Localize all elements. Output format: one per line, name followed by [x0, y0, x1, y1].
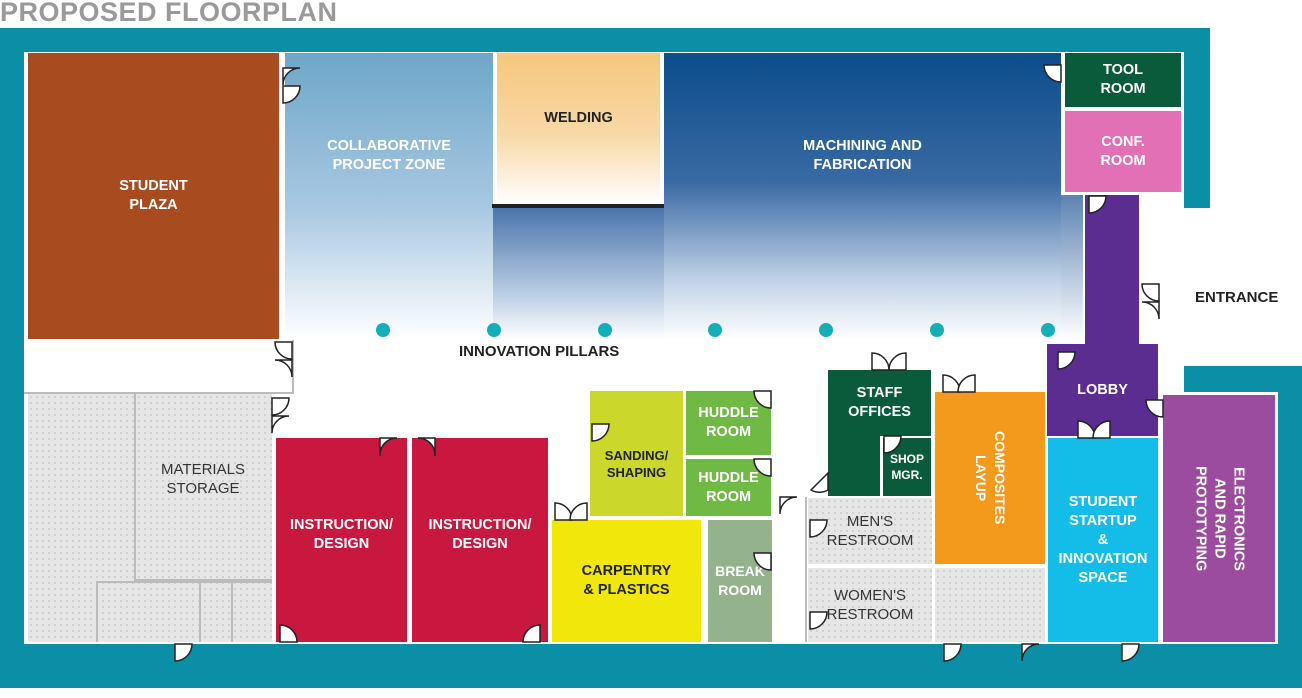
machining-label: MACHINING AND FABRICATION [803, 138, 922, 173]
room-student-startup: STUDENT STARTUP & INNOVATION SPACE [1048, 438, 1158, 642]
room-collaborative-project-zone: COLLABORATIVE PROJECT ZONE [285, 53, 493, 339]
instruction-2-label: INSTRUCTION/ DESIGN [428, 517, 532, 552]
pillar-6 [930, 323, 944, 337]
room-welding: WELDING [497, 53, 660, 204]
door-exit-3 [1021, 643, 1040, 662]
door-instruction-3 [279, 624, 298, 643]
door-carpentry-2 [569, 502, 588, 521]
room-womens-restroom: WOMEN'S RESTROOM [808, 568, 932, 642]
door-conf [1088, 195, 1107, 214]
door-startup-2 [1092, 420, 1111, 439]
huddle-1-label: HUDDLE ROOM [698, 405, 759, 440]
carpentry-label: CARPENTRY & PLASTICS [581, 563, 672, 598]
door-womens [809, 611, 828, 630]
room-break-room: BREAK ROOM [708, 520, 772, 642]
door-lobby-east-1 [1141, 283, 1160, 302]
door-plaza-2 [282, 85, 301, 104]
pillar-1 [376, 323, 390, 337]
tool-room-label: TOOL ROOM [1100, 62, 1146, 97]
pillar-2 [487, 323, 501, 337]
door-sanding [591, 423, 610, 442]
room-instruction-design-1: INSTRUCTION/ DESIGN [276, 438, 407, 642]
pillar-3 [598, 323, 612, 337]
door-electronics [1145, 399, 1164, 418]
machining-lower-extension [493, 208, 664, 340]
pillar-4 [708, 323, 722, 337]
door-lobby-east-2 [1141, 301, 1160, 320]
lobby-corridor [1085, 195, 1139, 345]
door-storage-1 [271, 397, 290, 416]
staff-offices-label: STAFF OFFICES [848, 385, 911, 420]
pillar-7 [1041, 323, 1055, 337]
shop-mgr-label: SHOP MGR. [889, 452, 924, 482]
door-corridor-2 [274, 359, 293, 378]
door-staff-1 [871, 352, 890, 371]
welding-label: WELDING [544, 110, 613, 126]
door-huddle-1 [753, 390, 772, 409]
door-shop-mgr [883, 435, 902, 454]
machining-right-extension [1061, 195, 1083, 340]
storage-small [935, 568, 1045, 642]
door-instruction-2 [417, 437, 436, 457]
room-sanding-shaping: SANDING/ SHAPING [590, 391, 683, 516]
door-staff-west [809, 471, 829, 494]
instruction-1-label: INSTRUCTION/ DESIGN [289, 517, 394, 552]
room-mens-restroom: MEN'S RESTROOM [808, 498, 932, 564]
room-staff-offices: STAFF OFFICES [828, 370, 931, 436]
door-huddle-2 [753, 458, 772, 477]
door-corridor-1 [274, 341, 293, 360]
pillar-5 [819, 323, 833, 337]
mens-restroom-label: MEN'S RESTROOM [826, 513, 914, 549]
welding-wall [492, 204, 664, 208]
staff-offices-lower [828, 436, 880, 496]
electronics-label: ELECTRONICS AND RAPID PROTOTYPING [1192, 465, 1247, 572]
entrance-passage [1184, 216, 1302, 366]
collaborative-label: COLLABORATIVE PROJECT ZONE [327, 138, 451, 173]
huddle-2-label: HUDDLE ROOM [698, 469, 759, 505]
conf-room-label: CONF. ROOM [1100, 133, 1146, 169]
break-room-label: BREAK ROOM [715, 563, 765, 598]
room-student-plaza: STUDENT PLAZA [28, 53, 279, 339]
room-tool-room: TOOL ROOM [1065, 53, 1181, 107]
door-instruction-4 [522, 624, 541, 643]
door-break [753, 552, 772, 571]
corridor-wall-left [24, 392, 294, 394]
startup-label: STUDENT STARTUP & INNOVATION SPACE [1058, 493, 1148, 586]
womens-restroom-label: WOMEN'S RESTROOM [826, 587, 914, 623]
door-mens [809, 519, 828, 538]
door-plaza-1 [282, 67, 301, 86]
corridor-wall-post [292, 340, 294, 394]
materials-storage-label: MATERIALS STORAGE [161, 461, 245, 497]
door-corridor-mid [779, 496, 798, 515]
door-exit-2 [943, 643, 962, 662]
room-electronics-rapid-prototyping: ELECTRONICS AND RAPID PROTOTYPING [1163, 395, 1275, 642]
door-staff-2 [888, 352, 907, 371]
composites-label: COMPOSITES LAYUP [973, 431, 1008, 525]
room-conf-room: CONF. ROOM [1065, 111, 1181, 192]
door-storage-2 [271, 415, 290, 434]
door-lobby-west [1057, 351, 1076, 370]
innovation-pillars-label: INNOVATION PILLARS [459, 343, 620, 360]
sanding-label: SANDING/ SHAPING [604, 447, 669, 480]
room-instruction-design-2: INSTRUCTION/ DESIGN [412, 438, 548, 642]
page-title: PROPOSED FLOORPLAN [0, 0, 338, 27]
room-carpentry-plastics: CARPENTRY & PLASTICS [552, 520, 701, 642]
room-composites-layup: COMPOSITES LAYUP [935, 392, 1045, 564]
door-exit-1 [174, 643, 193, 662]
room-machining-fabrication: MACHINING AND FABRICATION [664, 53, 1061, 340]
student-plaza-label: STUDENT PLAZA [119, 178, 188, 213]
door-instruction-1 [379, 437, 398, 457]
door-exit-4 [1121, 643, 1140, 662]
lobby-label: LOBBY [1077, 381, 1128, 398]
entrance-label: ENTRANCE [1195, 289, 1279, 306]
door-machining [1043, 64, 1062, 83]
door-composites-2 [957, 374, 976, 393]
